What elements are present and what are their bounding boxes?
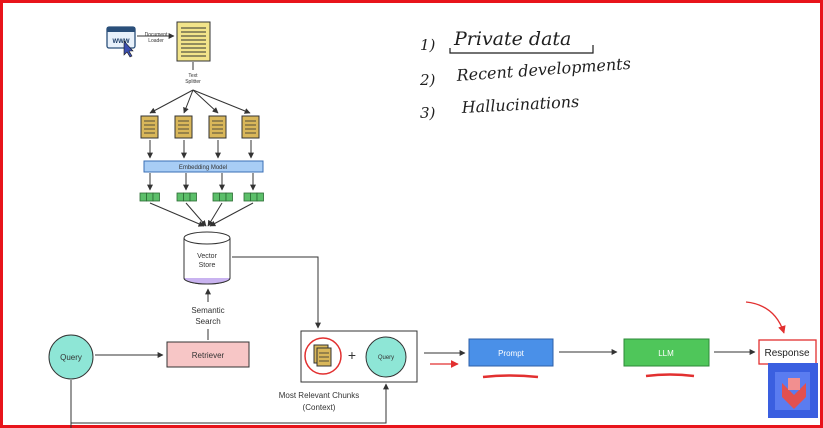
thumbnail-icon: [768, 363, 818, 418]
note-3-number: 3): [420, 104, 436, 122]
red-annotation-circle: [304, 337, 342, 375]
llm-box: [623, 338, 710, 367]
prompt-box: [468, 338, 554, 367]
query-node: [48, 334, 94, 380]
chunk-documents: [140, 115, 260, 139]
llm-label: LLM: [658, 349, 674, 358]
embedding-model-label: Embedding Model: [179, 165, 227, 171]
note-2-number: 2): [419, 71, 436, 89]
vector-embedding-icon: [243, 192, 264, 202]
vector-embedding-icon: [212, 192, 233, 202]
note-1-number: 1): [420, 36, 436, 54]
embedding-to-vector-arrows: [147, 173, 256, 191]
vector-embedding-icon: [176, 192, 197, 202]
note-3-text: Hallucinations: [460, 92, 579, 117]
embedding-model-box: [143, 160, 264, 173]
document-icon: [176, 21, 211, 62]
red-annotation-arrow-response: [745, 301, 786, 334]
plus-label: +: [348, 347, 356, 363]
www-label: WWW: [113, 39, 130, 45]
chunk-to-embedding-arrows: [147, 140, 254, 159]
chunk-document-icon: [174, 115, 193, 139]
chunk-document-icon: [208, 115, 227, 139]
vector-embedding-icon: [139, 192, 160, 202]
prompt-label: Prompt: [498, 349, 525, 358]
red-underline-llm: [645, 373, 695, 378]
chunk-document-icon: [140, 115, 159, 139]
most-relevant-chunks-label: Most Relevant Chunks(Context): [279, 391, 359, 412]
query-label: Query: [60, 353, 82, 362]
handwritten-notes: 1) Private data 2) Recent developments 3…: [419, 28, 631, 122]
chunk-document-icon: [241, 115, 260, 139]
retriever-label: Retriever: [192, 351, 225, 360]
red-underline-prompt: [482, 374, 539, 379]
context-query-label: Query: [378, 355, 394, 361]
vectors-to-store-arrows: [149, 202, 254, 227]
note-2-text: Recent developments: [455, 54, 631, 85]
stacked-docs-icon: [313, 344, 332, 367]
response-label: Response: [764, 348, 809, 359]
context-query-node: [365, 336, 407, 378]
database-cylinder-icon: [183, 231, 231, 285]
splitter-fanout: [149, 89, 251, 114]
response-box: [758, 339, 817, 365]
arrow-store-context: [232, 256, 321, 329]
vector-embeddings: [139, 192, 264, 202]
arrow-query-context: [70, 380, 386, 428]
retriever-box: [166, 341, 250, 368]
note-1-bracket: [449, 45, 594, 54]
note-1-text: Private data: [453, 28, 571, 50]
cursor-arrow-icon: [123, 40, 134, 58]
browser-www-icon: WWW: [106, 26, 136, 49]
